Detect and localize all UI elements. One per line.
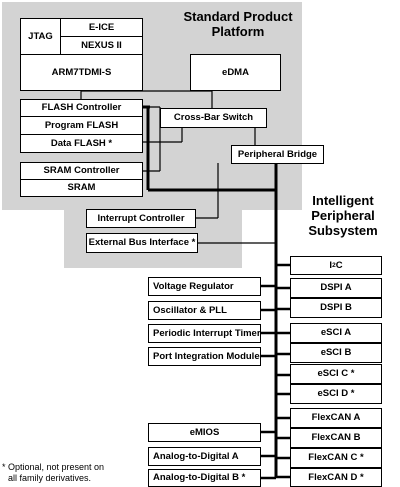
analog-to-digital-a-box: Analog-to-Digital A — [148, 447, 261, 466]
flexcan-c-box: FlexCAN C * — [290, 448, 382, 468]
footnote: * Optional, not present on all family de… — [2, 462, 105, 484]
port-integration-module-box: Port Integration Module — [148, 347, 261, 366]
eice-box: E-ICE — [60, 18, 143, 37]
interrupt-controller-box: Interrupt Controller — [86, 209, 196, 228]
data-flash-box: Data FLASH * — [20, 134, 143, 153]
platform-title: Standard Product Platform — [183, 9, 293, 39]
external-bus-interface-box: External Bus Interface * — [86, 233, 198, 253]
subsystem-title: Intelligent Peripheral Subsystem — [308, 193, 378, 238]
crossbar-switch-box: Cross-Bar Switch — [160, 108, 267, 128]
voltage-regulator-box: Voltage Regulator — [148, 277, 261, 296]
sram-controller-box: SRAM Controller — [20, 162, 143, 180]
esci-d-box: eSCI D * — [290, 384, 382, 404]
emios-box: eMIOS — [148, 423, 261, 442]
dspi-a-box: DSPI A — [290, 278, 382, 298]
peripheral-bridge-box: Peripheral Bridge — [231, 145, 324, 164]
flexcan-d-box: FlexCAN D * — [290, 468, 382, 487]
flexcan-a-box: FlexCAN A — [290, 408, 382, 428]
esci-b-box: eSCI B — [290, 343, 382, 363]
nexus-box: NEXUS II — [60, 36, 143, 55]
oscillator-pll-box: Oscillator & PLL — [148, 301, 261, 320]
jtag-box: JTAG — [20, 18, 61, 55]
edma-box: eDMA — [190, 54, 281, 91]
program-flash-box: Program FLASH — [20, 116, 143, 135]
esci-c-box: eSCI C * — [290, 364, 382, 384]
dspi-b-box: DSPI B — [290, 298, 382, 318]
periodic-interrupt-timer-box: Periodic Interrupt Timer — [148, 324, 261, 343]
arm-core-box: ARM7TDMI-S — [20, 54, 143, 91]
esci-a-box: eSCI A — [290, 323, 382, 343]
analog-to-digital-b-box: Analog-to-Digital B * — [148, 469, 261, 487]
flash-controller-box: FLASH Controller — [20, 99, 143, 117]
sram-box: SRAM — [20, 179, 143, 197]
flexcan-b-box: FlexCAN B — [290, 428, 382, 448]
